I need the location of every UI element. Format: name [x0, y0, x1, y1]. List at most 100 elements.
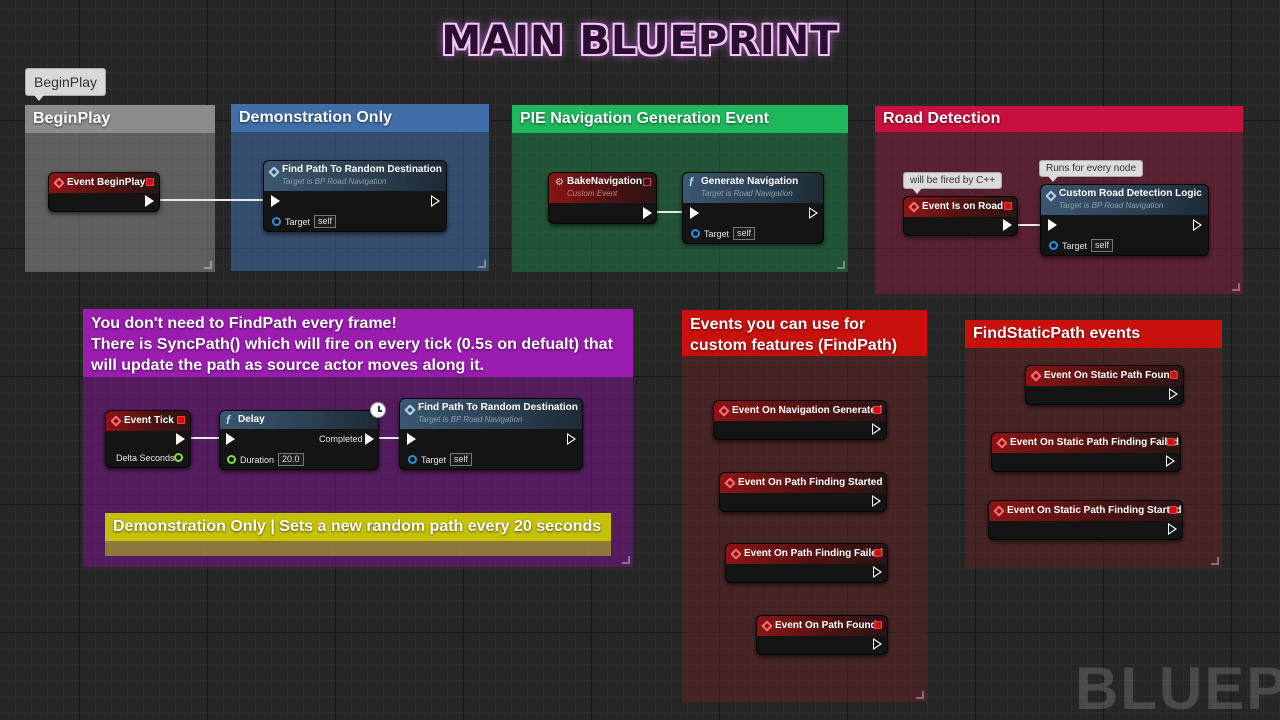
function-diamond-icon [268, 166, 280, 178]
node-subtitle: Target is BP Road Navigation [282, 177, 387, 186]
exec-out-pin[interactable] [1169, 388, 1178, 400]
watermark: BLUEPR [1075, 655, 1280, 720]
delegate-pin-icon[interactable] [873, 406, 881, 414]
node-event-is-on-road[interactable]: Event Is on Road [903, 196, 1018, 236]
node-delay[interactable]: f Delay Completed Duration 20.0 [219, 410, 379, 470]
exec-out-pin[interactable] [1168, 523, 1177, 535]
resize-handle[interactable] [478, 260, 486, 268]
delta-seconds-pin[interactable] [174, 453, 183, 462]
pin-label: Completed [319, 434, 363, 444]
duration-value[interactable]: 20.0 [278, 453, 304, 466]
target-pin[interactable] [272, 217, 281, 226]
exec-out-pin[interactable] [145, 195, 154, 207]
comment-title: PIE Navigation Generation Event [512, 105, 848, 133]
resize-handle[interactable] [1232, 283, 1240, 291]
exec-out-pin[interactable] [431, 195, 440, 207]
node-ev-static-path-started[interactable]: Event On Static Path Finding Started [988, 500, 1183, 540]
node-title: Event On Navigation Generated [732, 405, 883, 416]
target-pin[interactable] [691, 229, 700, 238]
delegate-pin-icon[interactable] [874, 549, 882, 557]
exec-in-pin[interactable] [226, 433, 235, 445]
node-custom-road-detection[interactable]: Custom Road Detection Logic Target is BP… [1040, 184, 1209, 256]
delegate-pin-icon[interactable] [1170, 371, 1178, 379]
resize-handle[interactable] [837, 261, 845, 269]
node-title: Generate Navigation [701, 176, 799, 187]
node-event-tick[interactable]: Event Tick Delta Seconds [105, 410, 191, 468]
exec-out-pin[interactable] [1193, 219, 1202, 231]
exec-out-pin[interactable] [176, 433, 185, 445]
delegate-pin-icon[interactable] [146, 178, 154, 186]
target-value[interactable]: self [1091, 239, 1114, 252]
pin-label: Target [704, 229, 730, 239]
duration-pin[interactable] [227, 455, 236, 464]
beginplay-bubble: BeginPlay [25, 68, 107, 101]
delegate-pin-icon[interactable] [1167, 438, 1175, 446]
exec-out-pin[interactable] [567, 433, 576, 445]
comment-bubble-every-node: Runs for every node [1039, 160, 1144, 182]
node-subtitle: Target is BP Road Navigation [418, 415, 523, 424]
pin-label: Target [421, 455, 447, 465]
function-diamond-icon [1045, 190, 1057, 202]
resize-handle[interactable] [1211, 557, 1219, 565]
delegate-pin-icon[interactable] [1169, 506, 1177, 514]
clock-icon [370, 402, 386, 418]
exec-out-pin[interactable] [643, 207, 652, 219]
exec-wire [187, 437, 223, 439]
node-generate-navigation[interactable]: f Generate Navigation Target is Road Nav… [682, 172, 824, 244]
exec-out-pin[interactable] [873, 566, 882, 578]
delegate-pin-icon[interactable] [177, 416, 185, 424]
node-ev-static-path-failed[interactable]: Event On Static Path Finding Failed [991, 432, 1181, 472]
delegate-pin-icon[interactable] [1004, 202, 1012, 210]
node-subtitle: Custom Event [567, 189, 618, 198]
comment-pie-navigation[interactable]: PIE Navigation Generation Event [512, 105, 848, 272]
target-pin[interactable] [1049, 241, 1058, 250]
exec-in-pin[interactable] [407, 433, 416, 445]
node-ev-path-finding-started[interactable]: Event On Path Finding Started [719, 472, 887, 512]
delegate-pin-icon[interactable] [643, 178, 651, 186]
exec-in-pin[interactable] [1048, 219, 1057, 231]
comment-title: Demonstration Only [231, 104, 489, 132]
node-bake-navigation[interactable]: ⚙ BakeNavigation Custom Event [548, 172, 657, 224]
node-title: Custom Road Detection Logic [1059, 188, 1202, 199]
node-find-path-random-2[interactable]: Find Path To Random Destination Target i… [399, 398, 583, 470]
exec-out-pin[interactable] [1003, 219, 1012, 231]
exec-out-pin[interactable] [872, 495, 881, 507]
node-ev-path-found[interactable]: Event On Path Found [756, 615, 888, 655]
node-event-beginplay[interactable]: Event BeginPlay [48, 172, 160, 212]
comment-demo-random[interactable]: Demonstration Only | Sets a new random p… [105, 513, 611, 556]
node-title: BakeNavigation [567, 176, 643, 187]
pin-label: Duration [240, 455, 275, 465]
event-diamond-icon [110, 415, 122, 427]
node-title: Event On Static Path Finding Started [1007, 505, 1182, 516]
exec-wire [156, 199, 266, 201]
node-subtitle: Target is BP Road Navigation [1059, 201, 1164, 210]
exec-out-pin[interactable] [365, 433, 374, 445]
delegate-pin-icon[interactable] [874, 621, 882, 629]
pin-label: Target [285, 217, 311, 227]
target-value[interactable]: self [733, 227, 756, 240]
exec-out-pin[interactable] [809, 207, 818, 219]
exec-out-pin[interactable] [873, 638, 882, 650]
node-title: Event On Static Path Found [1044, 370, 1176, 381]
resize-handle[interactable] [916, 691, 924, 699]
node-title: Event On Path Finding Started [738, 477, 883, 488]
exec-wire [1013, 224, 1045, 226]
exec-out-pin[interactable] [1166, 455, 1175, 467]
target-value[interactable]: self [450, 453, 473, 466]
target-pin[interactable] [408, 455, 417, 464]
node-subtitle: Target is Road Navigation [701, 189, 793, 198]
node-title: Find Path To Random Destination [282, 164, 442, 175]
node-ev-navigation-generated[interactable]: Event On Navigation Generated [713, 400, 887, 440]
resize-handle[interactable] [204, 261, 212, 269]
node-ev-path-finding-failed[interactable]: Event On Path Finding Failed [725, 543, 888, 583]
exec-in-pin[interactable] [690, 207, 699, 219]
function-diamond-icon [404, 404, 416, 416]
node-ev-static-path-found[interactable]: Event On Static Path Found [1025, 365, 1184, 405]
exec-in-pin[interactable] [271, 195, 280, 207]
exec-out-pin[interactable] [872, 423, 881, 435]
node-find-path-random-1[interactable]: Find Path To Random Destination Target i… [263, 160, 447, 232]
resize-handle[interactable] [622, 556, 630, 564]
node-title: Delay [238, 414, 265, 425]
custom-event-icon: ⚙ [555, 177, 564, 188]
target-value[interactable]: self [314, 215, 337, 228]
